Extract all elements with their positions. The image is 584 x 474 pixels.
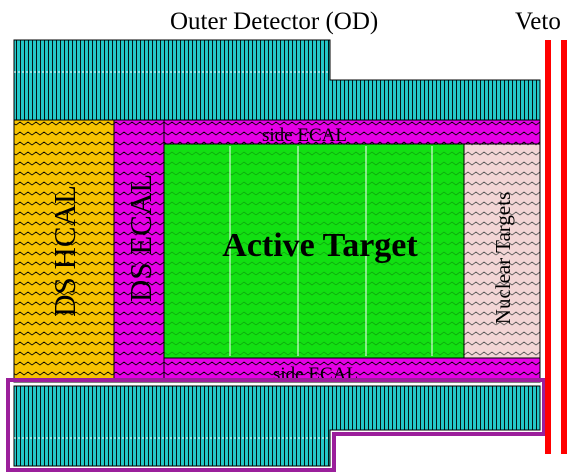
ds-ecal-label: DS ECAL	[123, 174, 158, 302]
nuclear-targets-label: Nuclear Targets	[491, 192, 515, 324]
active-target-module-lines	[229, 146, 433, 356]
veto-label: Veto	[515, 8, 561, 35]
ds-ecal-region	[113, 119, 165, 383]
bottom-outline-highlight	[6, 378, 546, 472]
outer-detector-top	[13, 39, 541, 121]
active-target-region	[163, 143, 465, 359]
outer-detector-label: Outer Detector (OD)	[170, 8, 378, 35]
side-ecal-top-region	[163, 119, 541, 145]
outer-detector-bottom	[13, 385, 541, 467]
active-target-label: Active Target	[222, 227, 418, 264]
veto-bar-right	[561, 40, 567, 454]
side-ecal-top-label: side ECAL	[262, 125, 347, 146]
veto-bar-left	[545, 40, 551, 454]
ds-hcal-label: DS HCAL	[47, 185, 82, 317]
ds-hcal-region	[13, 119, 115, 383]
